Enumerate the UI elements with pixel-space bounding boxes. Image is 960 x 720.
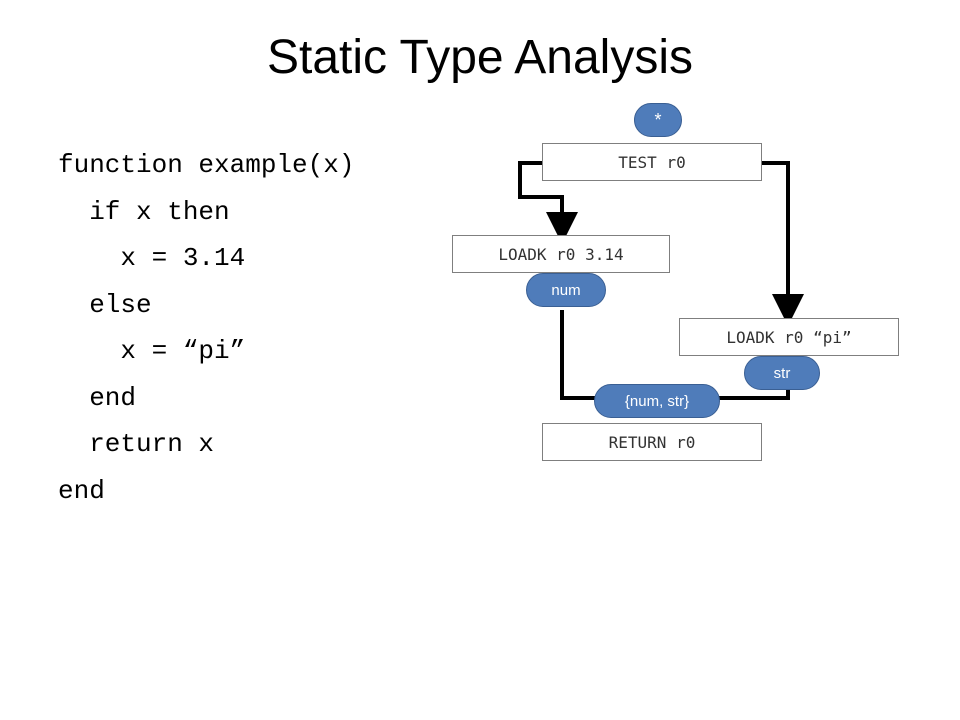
code-line: function example(x) — [58, 150, 355, 180]
edge-test-to-loadk-num — [518, 161, 578, 244]
code-line: end — [58, 475, 105, 506]
node-return: RETURN r0 — [542, 423, 762, 461]
code-line: x = 3.14 — [58, 243, 246, 273]
node-loadk-num: LOADK r0 3.14 — [452, 235, 670, 273]
node-loadk-str: LOADK r0 “pi” — [679, 318, 899, 356]
node-test: TEST r0 — [542, 143, 762, 181]
code-line: else — [58, 289, 152, 320]
code-line: x = “pi” — [58, 336, 246, 366]
code-line: return x — [58, 429, 215, 459]
code-line: if x then — [58, 196, 230, 227]
type-label-str: str — [744, 356, 820, 390]
type-label-merged: {num, str} — [594, 384, 720, 418]
code-line: end — [58, 382, 137, 413]
slide-title: Static Type Analysis — [267, 31, 693, 84]
type-label-entry: * — [634, 103, 682, 137]
edge-loadk-num-to-return — [560, 310, 600, 400]
edge-loadk-str-to-return — [716, 388, 790, 400]
type-label-num: num — [526, 273, 606, 307]
code-listing: function example(x) if x then x = 3.14 e… — [58, 142, 354, 514]
edge-test-to-loadk-str — [762, 161, 804, 326]
